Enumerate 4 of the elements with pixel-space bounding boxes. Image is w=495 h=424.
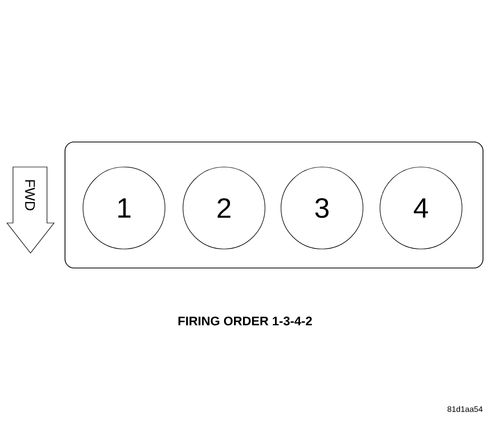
caption: FIRING ORDER 1-3-4-2 (178, 316, 312, 326)
figure-code: 81d1aa54 (448, 406, 483, 412)
arrow-label: FWD (25, 180, 35, 210)
engine-block (64, 142, 484, 268)
